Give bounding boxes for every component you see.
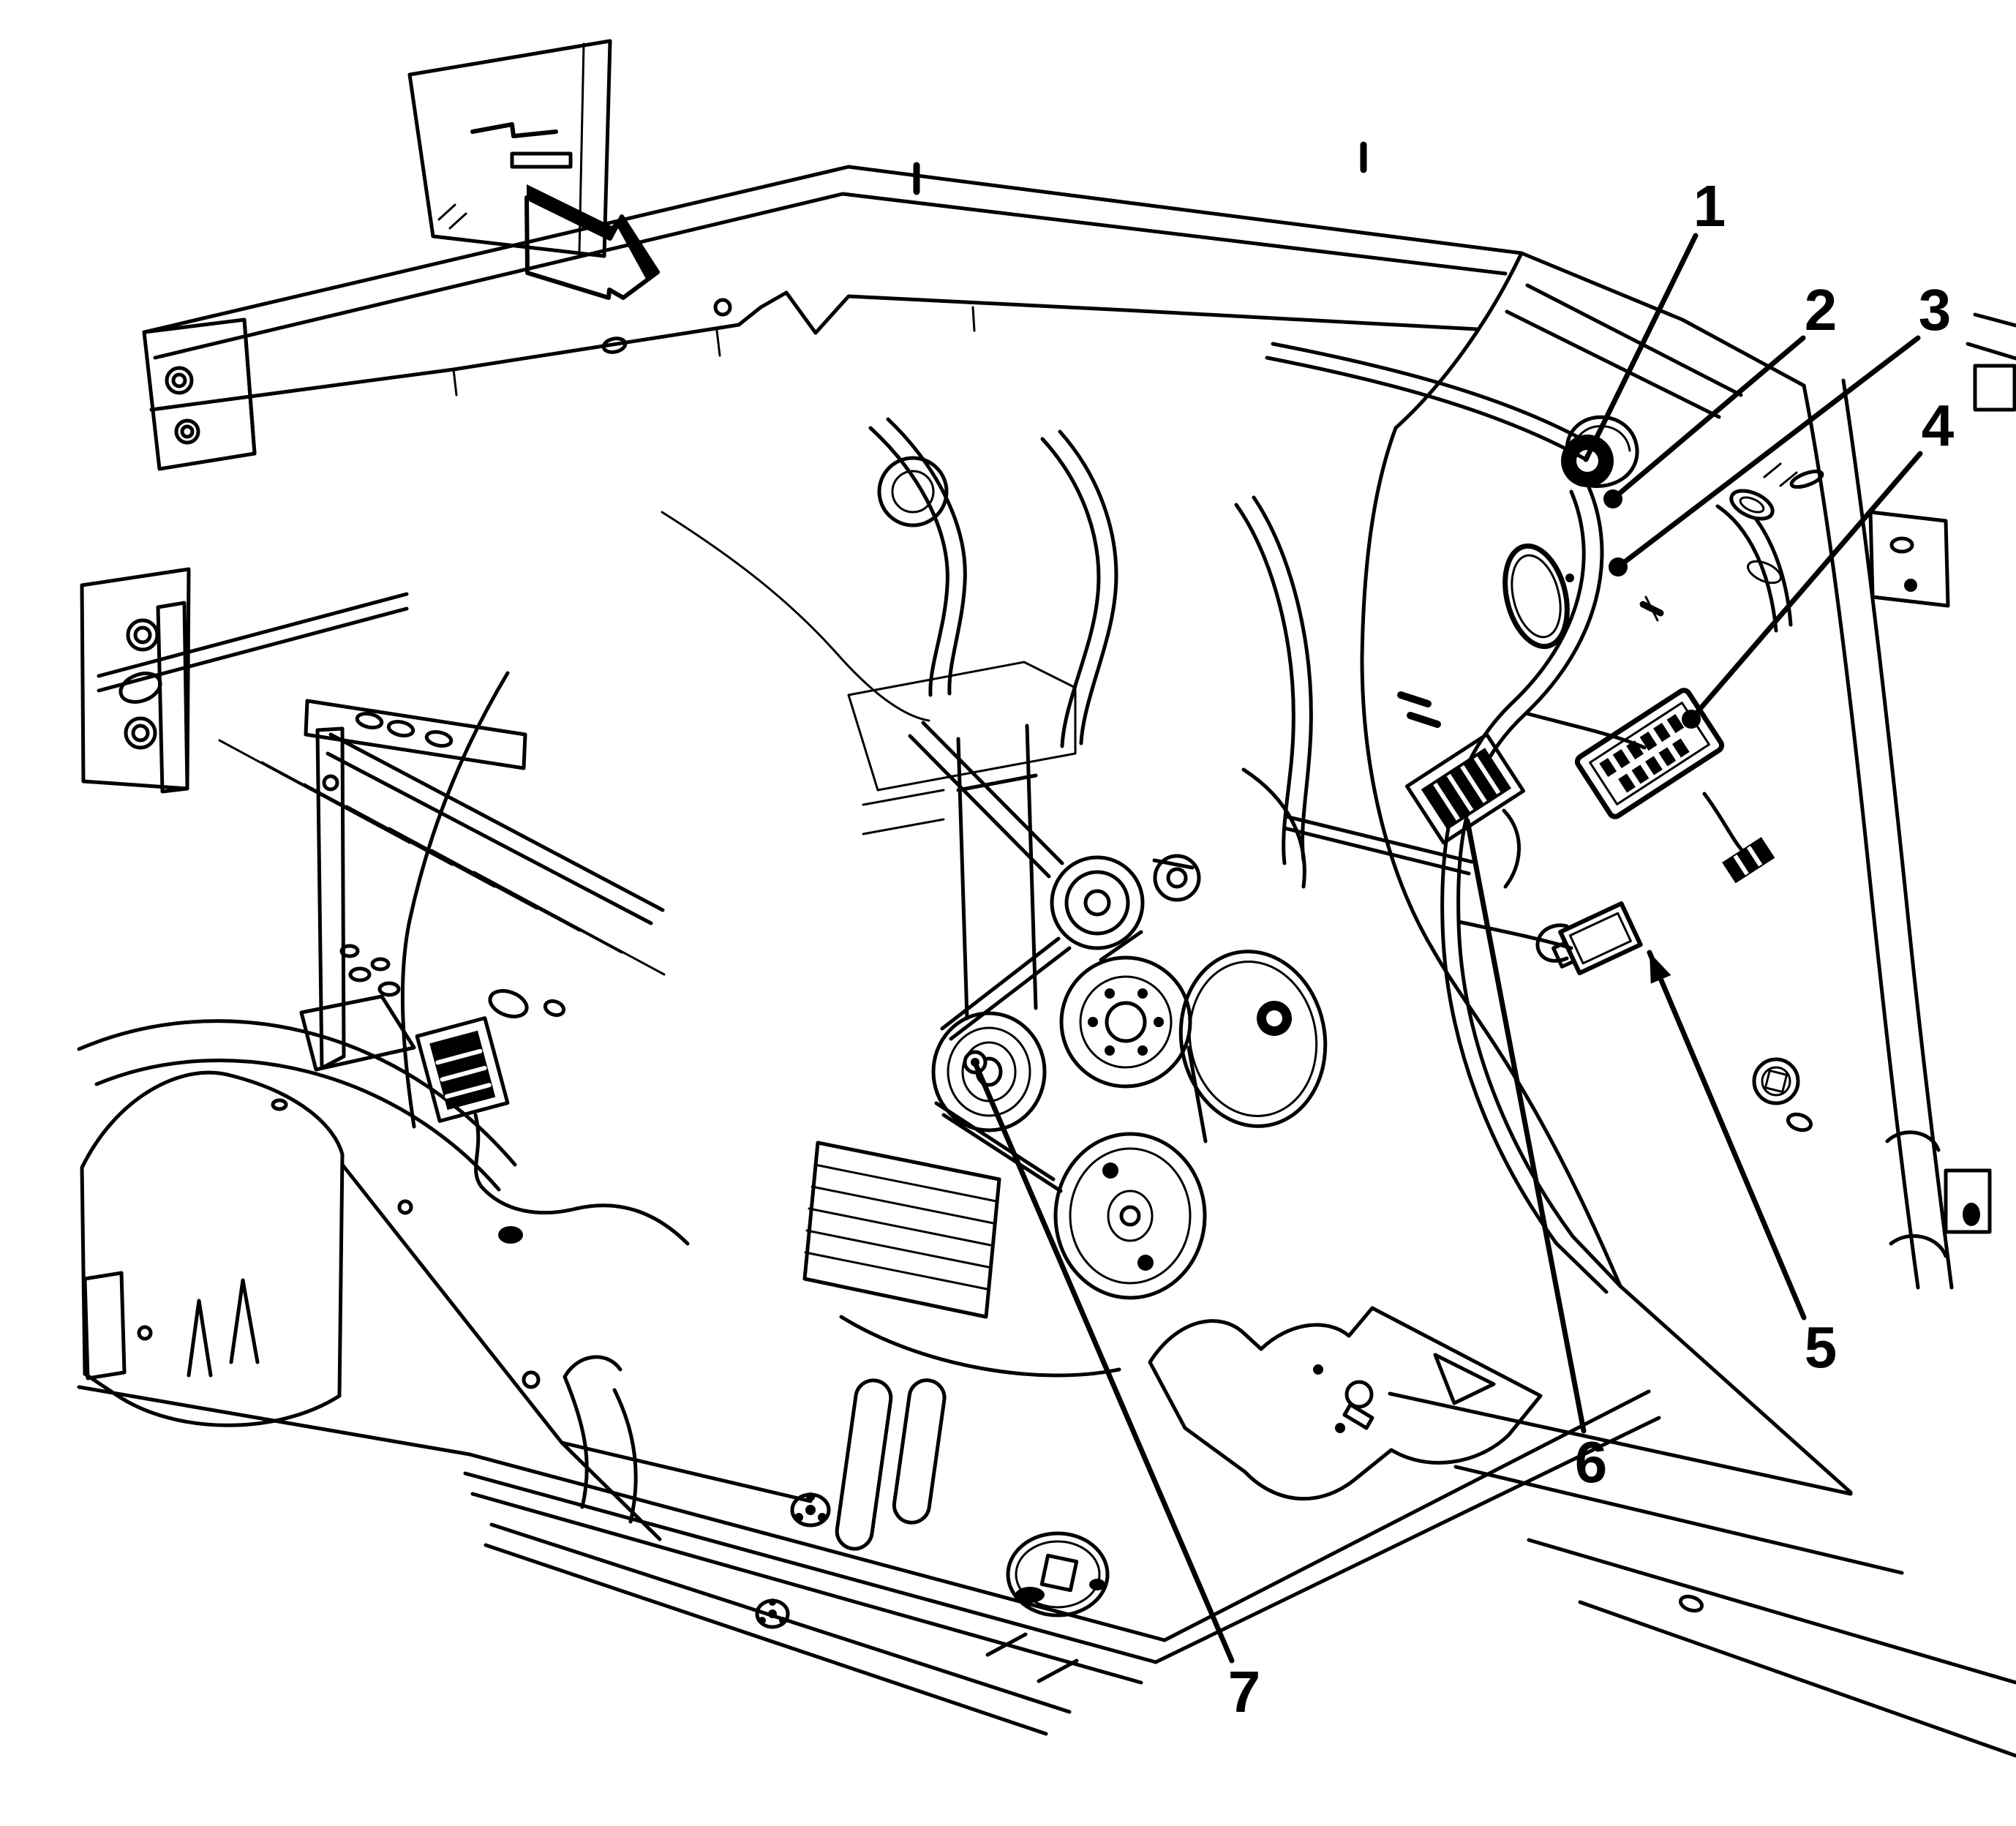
callout-5: 5 <box>1647 950 1838 1380</box>
callout-1-number: 1 <box>1693 173 1726 238</box>
callout-2-number: 2 <box>1805 277 1838 342</box>
callout-3-number: 3 <box>1919 277 1952 342</box>
callout-6: 6 <box>1464 818 1608 1495</box>
direction-arrow-icon <box>524 184 660 300</box>
dash-panel <box>1360 251 2016 1758</box>
callout-2-dot <box>1603 489 1622 508</box>
dash-round-hole <box>1502 543 1570 650</box>
callout-1: 1 <box>1583 173 1726 462</box>
floor-grommet <box>755 1598 790 1629</box>
fender-relay <box>415 1016 690 1246</box>
callout-5-arrowhead <box>1650 953 1671 984</box>
callout-7-number: 7 <box>1228 1659 1261 1724</box>
connector-4 <box>1574 688 1775 884</box>
callout-3-dot <box>1609 557 1628 576</box>
callout-4-leader <box>1688 451 1923 722</box>
callout-4: 4 <box>1682 393 1955 729</box>
floor-grommet <box>790 1492 831 1528</box>
callout-4-dot <box>1682 710 1701 729</box>
frame-bracket <box>1148 1306 1543 1501</box>
callout-1-leader <box>1583 233 1699 462</box>
callout-6-leader <box>1464 818 1587 1434</box>
callout-4-number: 4 <box>1922 393 1955 458</box>
radiator-support <box>80 567 666 1129</box>
callout-7: 7 <box>972 1060 1261 1724</box>
callout-6-number: 6 <box>1575 1429 1608 1495</box>
connector-5 <box>1535 901 1643 976</box>
toe-pan-plug <box>1006 1531 1110 1618</box>
frame-rails <box>77 1162 1661 1736</box>
callout-layer: 1 2 3 4 5 6 7 <box>972 173 1955 1724</box>
callout-2-leader <box>1610 335 1806 502</box>
callout-7-leader <box>972 1060 1235 1664</box>
callout-3: 3 <box>1609 277 1951 576</box>
engine-accessory-drive <box>661 417 1474 1378</box>
callout-5-number: 5 <box>1805 1315 1838 1380</box>
connector-6 <box>1404 732 1526 889</box>
wheelhouse <box>77 1016 690 1427</box>
callout-3-leader <box>1615 335 1921 570</box>
callout-2: 2 <box>1603 277 1837 508</box>
cowl-panel <box>97 39 1524 693</box>
callout-5-leader <box>1647 950 1807 1320</box>
